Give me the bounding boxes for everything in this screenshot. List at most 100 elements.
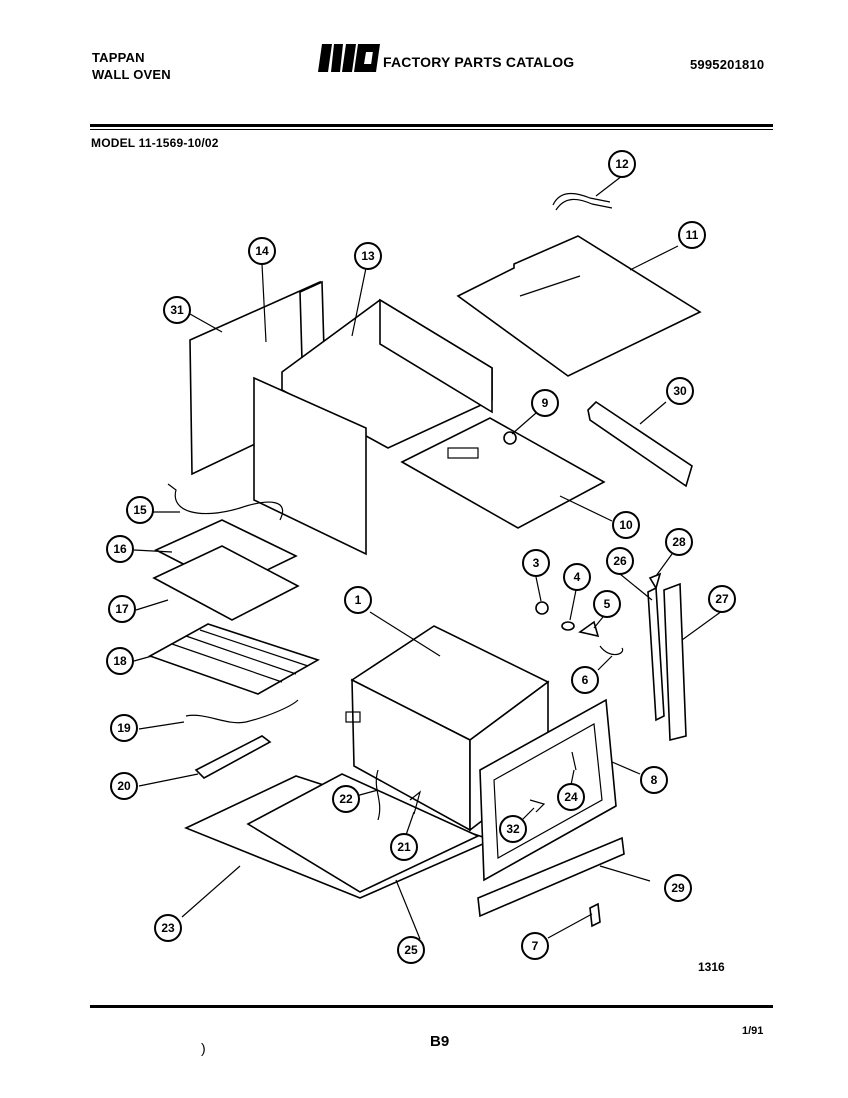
callout-11: 11 (678, 221, 706, 249)
svg-text:14: 14 (255, 244, 269, 258)
callout-24: 24 (557, 783, 585, 811)
part-26-strip (647, 586, 665, 722)
callout-18: 18 (106, 647, 134, 675)
callout-26: 26 (606, 547, 634, 575)
svg-text:5: 5 (604, 597, 611, 611)
part-17-broiler-pan (152, 545, 300, 621)
svg-text:26: 26 (613, 554, 627, 568)
part-12-tube (552, 193, 611, 206)
callout-6: 6 (571, 666, 599, 694)
svg-text:13: 13 (361, 249, 375, 263)
callout-10: 10 (612, 511, 640, 539)
model-number: MODEL 11-1569-10/02 (91, 136, 219, 150)
callout-13: 13 (354, 242, 382, 270)
callout-19: 19 (110, 714, 138, 742)
catalog-title: FACTORY PARTS CATALOG (383, 54, 575, 70)
svg-text:8: 8 (651, 773, 658, 787)
svg-text:31: 31 (170, 303, 184, 317)
part-19-broil-element (185, 699, 299, 724)
callout-14: 14 (248, 237, 276, 265)
svg-text:21: 21 (397, 840, 411, 854)
callout-27: 27 (708, 585, 736, 613)
svg-text:30: 30 (673, 384, 687, 398)
part-29-kick-panel (477, 836, 625, 918)
svg-text:15: 15 (133, 503, 147, 517)
svg-text:3: 3 (533, 556, 540, 570)
callout-32: 32 (499, 815, 527, 843)
part-7-fastener (589, 902, 601, 928)
part-11-top-panel (456, 235, 702, 377)
svg-text:16: 16 (113, 542, 127, 556)
svg-text:20: 20 (117, 779, 131, 793)
callout-4: 4 (563, 563, 591, 591)
svg-text:17: 17 (115, 602, 129, 616)
callout-9: 9 (531, 389, 559, 417)
svg-text:4: 4 (574, 570, 581, 584)
callout-20: 20 (110, 772, 138, 800)
part-30-bracket (587, 400, 693, 488)
scan-mark: ) (201, 1040, 206, 1056)
part-25-bottom-trim (246, 773, 480, 893)
svg-text:25: 25 (404, 943, 418, 957)
part-3-hardware (535, 601, 549, 615)
callout-8: 8 (640, 766, 668, 794)
svg-text:6: 6 (582, 673, 589, 687)
callout-1: 1 (344, 586, 372, 614)
part-4-hardware (561, 621, 575, 631)
callout-3: 3 (522, 549, 550, 577)
svg-text:19: 19 (117, 721, 131, 735)
svg-text:24: 24 (564, 790, 578, 804)
callout-23: 23 (154, 914, 182, 942)
header-rule-thin (90, 129, 773, 130)
header-rule (90, 124, 773, 127)
svg-text:7: 7 (532, 939, 539, 953)
callout-17: 17 (108, 595, 136, 623)
wci-logo (318, 44, 380, 72)
brand-name: TAPPAN (92, 50, 145, 65)
svg-text:12: 12 (615, 157, 629, 171)
svg-text:27: 27 (715, 592, 729, 606)
callout-28: 28 (665, 528, 693, 556)
callout-7: 7 (521, 932, 549, 960)
revision-date: 1/91 (742, 1025, 764, 1037)
footer-rule (90, 1005, 773, 1008)
svg-text:22: 22 (339, 792, 353, 806)
catalog-number: 5995201810 (690, 57, 765, 72)
part-5-hardware (578, 620, 600, 638)
callout-31: 31 (163, 296, 191, 324)
page-number: B9 (430, 1033, 450, 1050)
part-21-clip (409, 790, 422, 815)
part-28-screw (648, 572, 662, 590)
part-15-bake-element (167, 483, 284, 521)
part-18-oven-rack (148, 623, 320, 695)
part-27-strip (663, 582, 687, 742)
figure-code: 1316 (698, 960, 725, 974)
callout-16: 16 (106, 535, 134, 563)
callout-25: 25 (397, 936, 425, 964)
callout-30: 30 (666, 377, 694, 405)
svg-text:28: 28 (672, 535, 686, 549)
svg-text:1: 1 (355, 593, 362, 607)
callout-5: 5 (593, 590, 621, 618)
part-6-wire (599, 645, 624, 656)
callout-15: 15 (126, 496, 154, 524)
callout-29: 29 (664, 874, 692, 902)
svg-text:18: 18 (113, 654, 127, 668)
part-20-element-bracket (194, 735, 272, 779)
part-9-grommet (503, 431, 517, 445)
svg-text:23: 23 (161, 921, 175, 935)
svg-text:29: 29 (671, 881, 685, 895)
svg-text:11: 11 (686, 228, 699, 242)
callout-12: 12 (608, 150, 636, 178)
part-24-latch (571, 751, 577, 771)
svg-text:10: 10 (619, 518, 633, 532)
part-22-bracket (375, 769, 381, 821)
part-32-screw (529, 799, 546, 813)
callout-22: 22 (332, 785, 360, 813)
svg-text:32: 32 (506, 822, 520, 836)
product-type: WALL OVEN (92, 67, 171, 82)
svg-text:9: 9 (542, 396, 549, 410)
part-10-bottom-panel (400, 417, 606, 529)
callout-21: 21 (390, 833, 418, 861)
